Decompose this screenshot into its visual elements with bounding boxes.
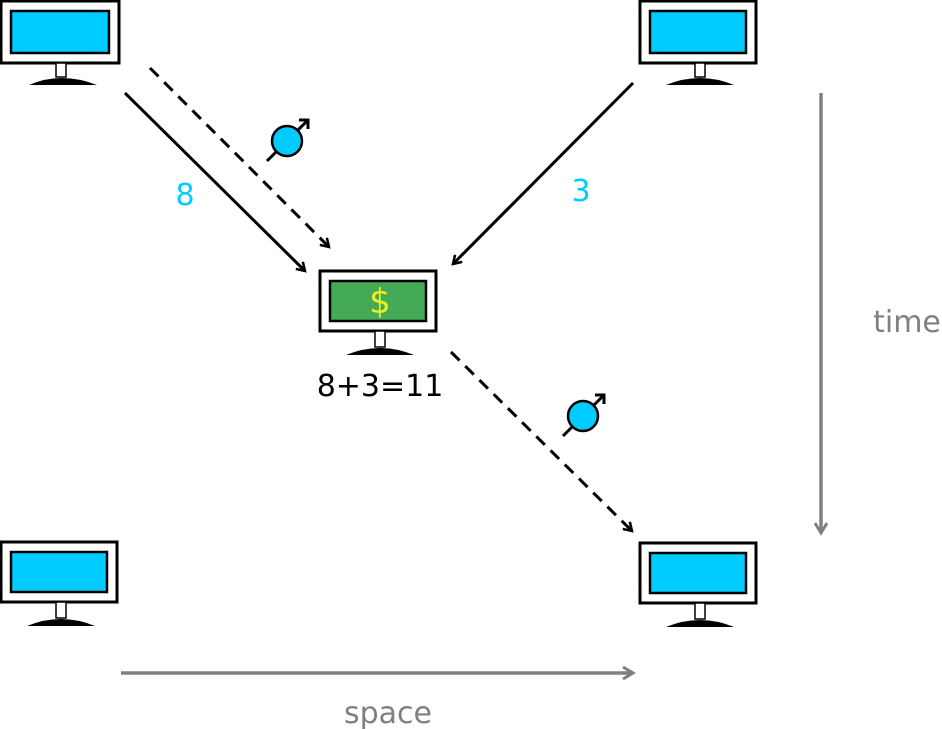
token-arrow-left	[148, 66, 329, 247]
male-symbol-icon	[265, 118, 310, 163]
sum-label: 8+3=11	[317, 369, 444, 404]
space-axis-label: space	[344, 696, 432, 729]
time-axis-label: time	[873, 305, 941, 340]
computer-bottom-left-icon	[0, 540, 119, 626]
computer-top-right-icon	[638, 0, 758, 85]
token-arrow-out	[449, 350, 632, 531]
left-value-label: 8	[175, 178, 194, 213]
computer-bottom-right-icon	[638, 541, 758, 627]
computer-center-money-icon: $	[318, 269, 438, 355]
male-symbol-icon	[561, 393, 606, 438]
right-value-label: 3	[571, 174, 590, 209]
value-arrow-right	[453, 81, 635, 264]
value-arrow-left	[123, 91, 305, 271]
computer-top-left-icon	[0, 0, 121, 85]
dollar-symbol: $	[369, 282, 391, 322]
